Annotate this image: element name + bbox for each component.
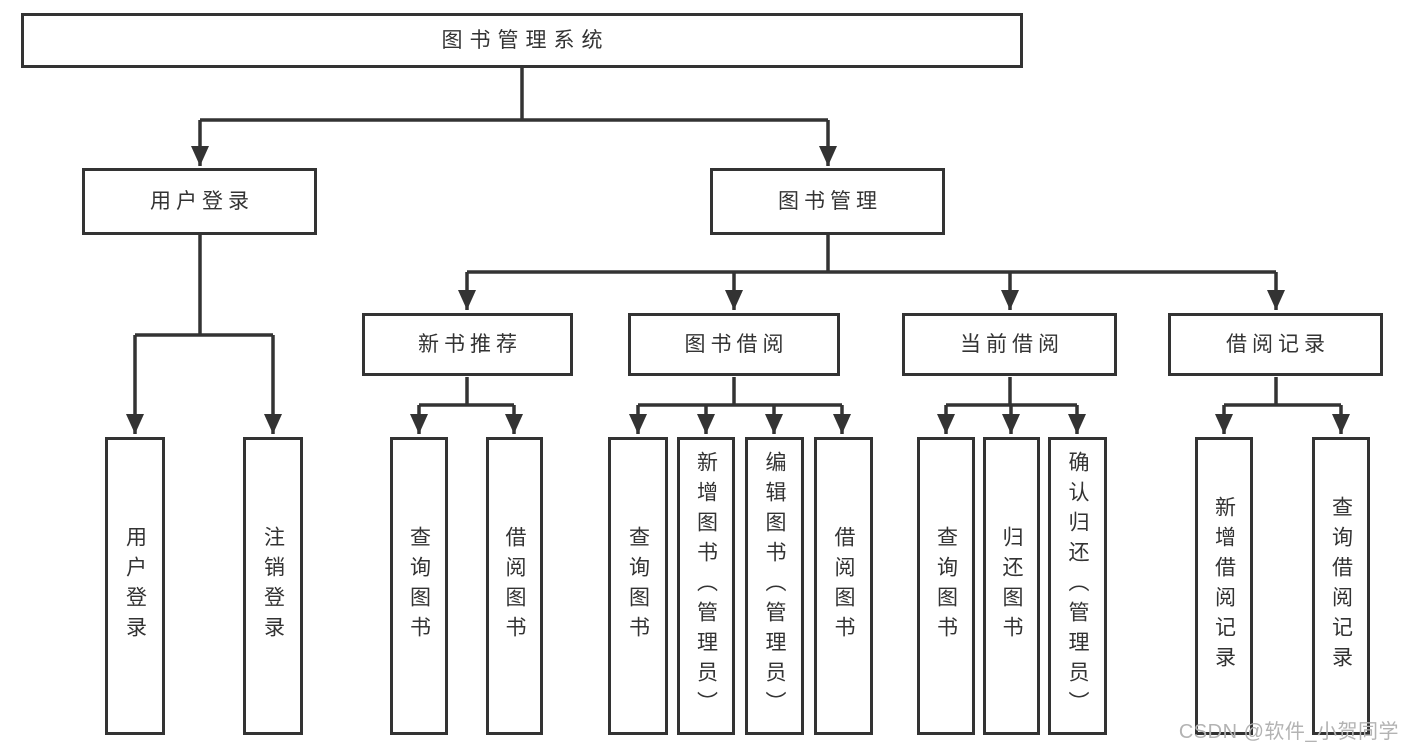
leaf-node-borrow-books-borrowing: 借阅图书 (814, 437, 873, 735)
leaf-node-label: 用户登录 (123, 526, 147, 646)
leaf-node-borrow-books-recommend: 借阅图书 (486, 437, 543, 735)
root-node-library-management-system: 图书管理系统 (21, 13, 1023, 68)
leaf-node-label: 确认归还（管理员） (1066, 451, 1089, 721)
group-node-book-borrowing: 图书借阅 (628, 313, 840, 376)
csdn-watermark: CSDN @软件_小贺同学 (1178, 721, 1399, 743)
root-node-label: 图书管理系统 (441, 29, 610, 52)
leaf-node-label: 查询图书 (934, 526, 958, 646)
leaf-node-label: 注销登录 (261, 526, 285, 646)
leaf-node-label: 查询图书 (626, 526, 650, 646)
leaf-node-query-borrow-record: 查询借阅记录 (1312, 437, 1370, 735)
group-node-label: 图书借阅 (684, 333, 789, 356)
leaf-node-query-books-recommend: 查询图书 (390, 437, 448, 735)
leaf-node-query-books-borrowing: 查询图书 (608, 437, 668, 735)
group-node-current-borrowing: 当前借阅 (902, 313, 1117, 376)
leaf-node-label: 查询图书 (407, 526, 431, 646)
leaf-node-add-borrow-record: 新增借阅记录 (1195, 437, 1253, 735)
branch-node-label: 图书管理 (778, 190, 882, 213)
branch-node-user-login: 用户登录 (82, 168, 317, 235)
leaf-node-label: 新增借阅记录 (1212, 496, 1236, 676)
leaf-node-label: 编辑图书（管理员） (763, 451, 786, 721)
group-node-label: 新书推荐 (418, 333, 522, 356)
group-node-new-book-recommendation: 新书推荐 (362, 313, 573, 376)
leaf-node-label: 借阅图书 (503, 526, 526, 646)
branch-node-label: 用户登录 (150, 190, 254, 213)
leaf-node-edit-books-admin: 编辑图书（管理员） (745, 437, 804, 735)
leaf-node-label: 查询借阅记录 (1329, 496, 1353, 676)
connector-arrows (126, 120, 1350, 434)
branch-node-book-management: 图书管理 (710, 168, 945, 235)
leaf-node-label: 新增图书（管理员） (694, 451, 718, 721)
group-node-label: 当前借阅 (960, 333, 1064, 356)
leaf-node-return-books: 归还图书 (983, 437, 1040, 735)
leaf-node-confirm-return-admin: 确认归还（管理员） (1048, 437, 1107, 735)
leaf-node-label: 归还图书 (1000, 526, 1023, 646)
group-node-label: 借阅记录 (1226, 333, 1330, 356)
leaf-node-user-login: 用户登录 (105, 437, 165, 735)
leaf-node-label: 借阅图书 (832, 526, 855, 646)
leaf-node-query-books-current: 查询图书 (917, 437, 975, 735)
group-node-borrowing-records: 借阅记录 (1168, 313, 1383, 376)
connector-trunk-lines (135, 68, 1341, 407)
leaf-node-add-books-admin: 新增图书（管理员） (677, 437, 735, 735)
leaf-node-logout: 注销登录 (243, 437, 303, 735)
